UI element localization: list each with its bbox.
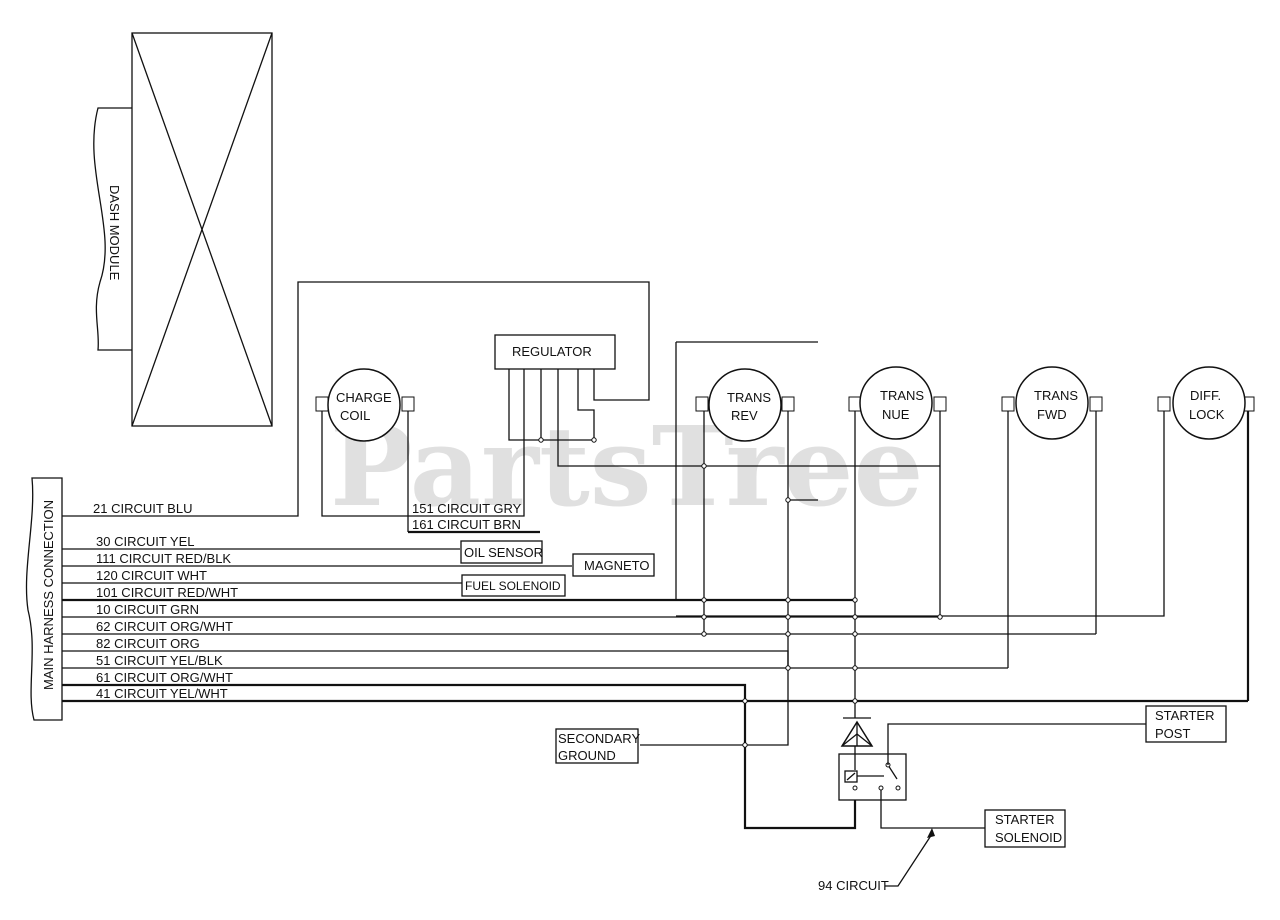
trans-nue-label-1: TRANS <box>880 388 924 403</box>
fuel-solenoid-label: FUEL SOLENOID <box>465 579 561 593</box>
starter-post-label-1: STARTER <box>1155 708 1214 723</box>
circuit-label-51: 51 CIRCUIT YEL/BLK <box>96 653 223 668</box>
circuit-labels: 21 CIRCUIT BLU 151 CIRCUIT GRY 161 CIRCU… <box>93 501 522 701</box>
circuit-label-111: 111 CIRCUIT RED/BLK <box>96 551 231 566</box>
circuit-label-30: 30 CIRCUIT YEL <box>96 534 195 549</box>
circuit-label-82: 82 CIRCUIT ORG <box>96 636 200 651</box>
starter-solenoid-box: STARTER SOLENOID <box>984 809 1066 848</box>
trans-fwd-label-1: TRANS <box>1034 388 1078 403</box>
charge-coil: CHARGE COIL <box>315 368 415 442</box>
charge-coil-label-1: CHARGE <box>336 390 392 405</box>
dash-module: DASH MODULE <box>93 32 273 427</box>
relay <box>838 746 907 801</box>
regulator: REGULATOR <box>494 334 616 370</box>
circuit-label-21: 21 CIRCUIT BLU <box>93 501 192 516</box>
regulator-label: REGULATOR <box>512 344 592 359</box>
trans-fwd-label-2: FWD <box>1037 407 1067 422</box>
circuit-label-161: 161 CIRCUIT BRN <box>412 517 521 532</box>
magneto-label: MAGNETO <box>584 558 650 573</box>
junction-dots <box>538 437 943 748</box>
harness-label: MAIN HARNESS CONNECTION <box>41 500 56 690</box>
circuit-94-label: 94 CIRCUIT <box>818 878 889 893</box>
circuit-label-120: 120 CIRCUIT WHT <box>96 568 207 583</box>
starter-post-box: STARTER POST <box>1145 705 1227 743</box>
starter-solenoid-label-1: STARTER <box>995 812 1054 827</box>
oil-sensor-box: OIL SENSOR <box>460 540 543 564</box>
trans-nue-label-2: NUE <box>882 407 910 422</box>
charge-coil-label-2: COIL <box>340 408 370 423</box>
starter-post-label-2: POST <box>1155 726 1190 741</box>
diode-symbol <box>840 717 874 747</box>
circuit-label-151: 151 CIRCUIT GRY <box>412 501 522 516</box>
trans-nue: TRANS NUE <box>848 366 947 440</box>
circuit-label-61: 61 CIRCUIT ORG/WHT <box>96 670 233 685</box>
circuit-label-101: 101 CIRCUIT RED/WHT <box>96 585 238 600</box>
diff-lock: DIFF. LOCK <box>1157 366 1255 440</box>
trans-fwd: TRANS FWD <box>1001 366 1103 440</box>
magneto-box: MAGNETO <box>572 553 655 577</box>
dash-module-label: DASH MODULE <box>107 185 122 281</box>
secondary-ground-box: SECONDARY GROUND <box>555 728 640 764</box>
trans-rev: TRANS REV <box>695 368 795 442</box>
secondary-ground-label-1: SECONDARY <box>558 731 640 746</box>
circuit-label-62: 62 CIRCUIT ORG/WHT <box>96 619 233 634</box>
fuel-solenoid-box: FUEL SOLENOID <box>461 574 566 597</box>
oil-sensor-label: OIL SENSOR <box>464 545 543 560</box>
diff-lock-label-2: LOCK <box>1189 407 1225 422</box>
secondary-ground-label-2: GROUND <box>558 748 616 763</box>
main-harness-connection: MAIN HARNESS CONNECTION <box>25 477 63 721</box>
circuit-94-callout: 94 CIRCUIT <box>818 828 935 893</box>
circuit-label-10: 10 CIRCUIT GRN <box>96 602 199 617</box>
trans-rev-label-2: REV <box>731 408 758 423</box>
circuit-label-41: 41 CIRCUIT YEL/WHT <box>96 686 228 701</box>
starter-solenoid-label-2: SOLENOID <box>995 830 1062 845</box>
trans-rev-label-1: TRANS <box>727 390 771 405</box>
diff-lock-label-1: DIFF. <box>1190 388 1221 403</box>
